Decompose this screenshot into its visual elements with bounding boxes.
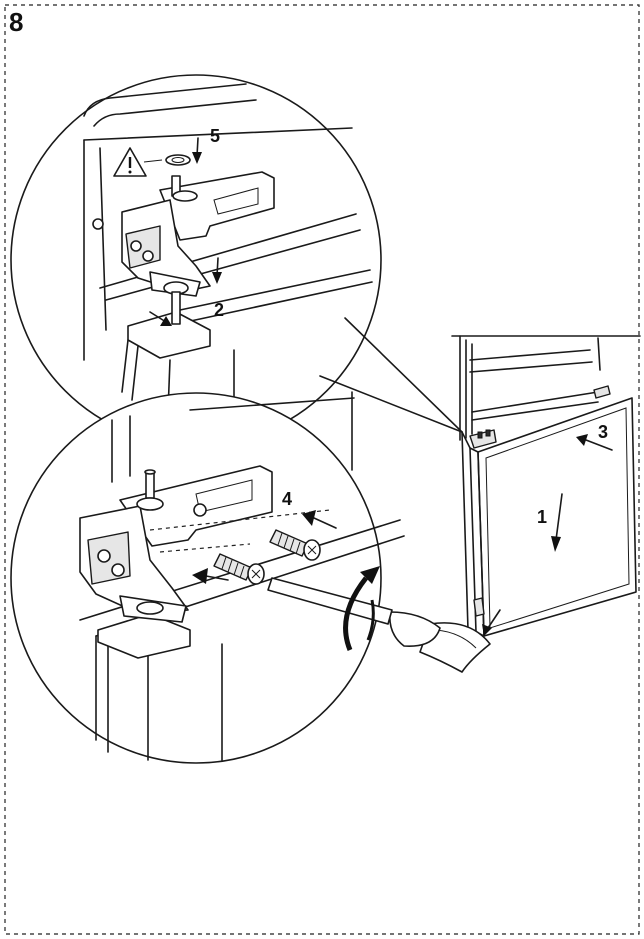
lower-detail-circle: 4 <box>10 375 463 764</box>
step-number: 8 <box>9 7 23 37</box>
page-border <box>4 4 640 935</box>
warning-triangle-icon <box>113 147 147 177</box>
fridge-overview: 1 3 <box>388 335 641 673</box>
upper-detail-circle: 5 2 <box>10 74 463 446</box>
callout-5: 5 <box>210 126 220 146</box>
callout-4: 4 <box>282 489 292 509</box>
screw-lower <box>213 553 265 585</box>
callout-2: 2 <box>214 300 224 320</box>
callout-3: 3 <box>598 422 608 442</box>
screw-upper <box>269 529 321 561</box>
lower-detail-outline <box>10 392 382 764</box>
rotate-arrow-icon <box>343 566 380 651</box>
callout-1: 1 <box>537 507 547 527</box>
